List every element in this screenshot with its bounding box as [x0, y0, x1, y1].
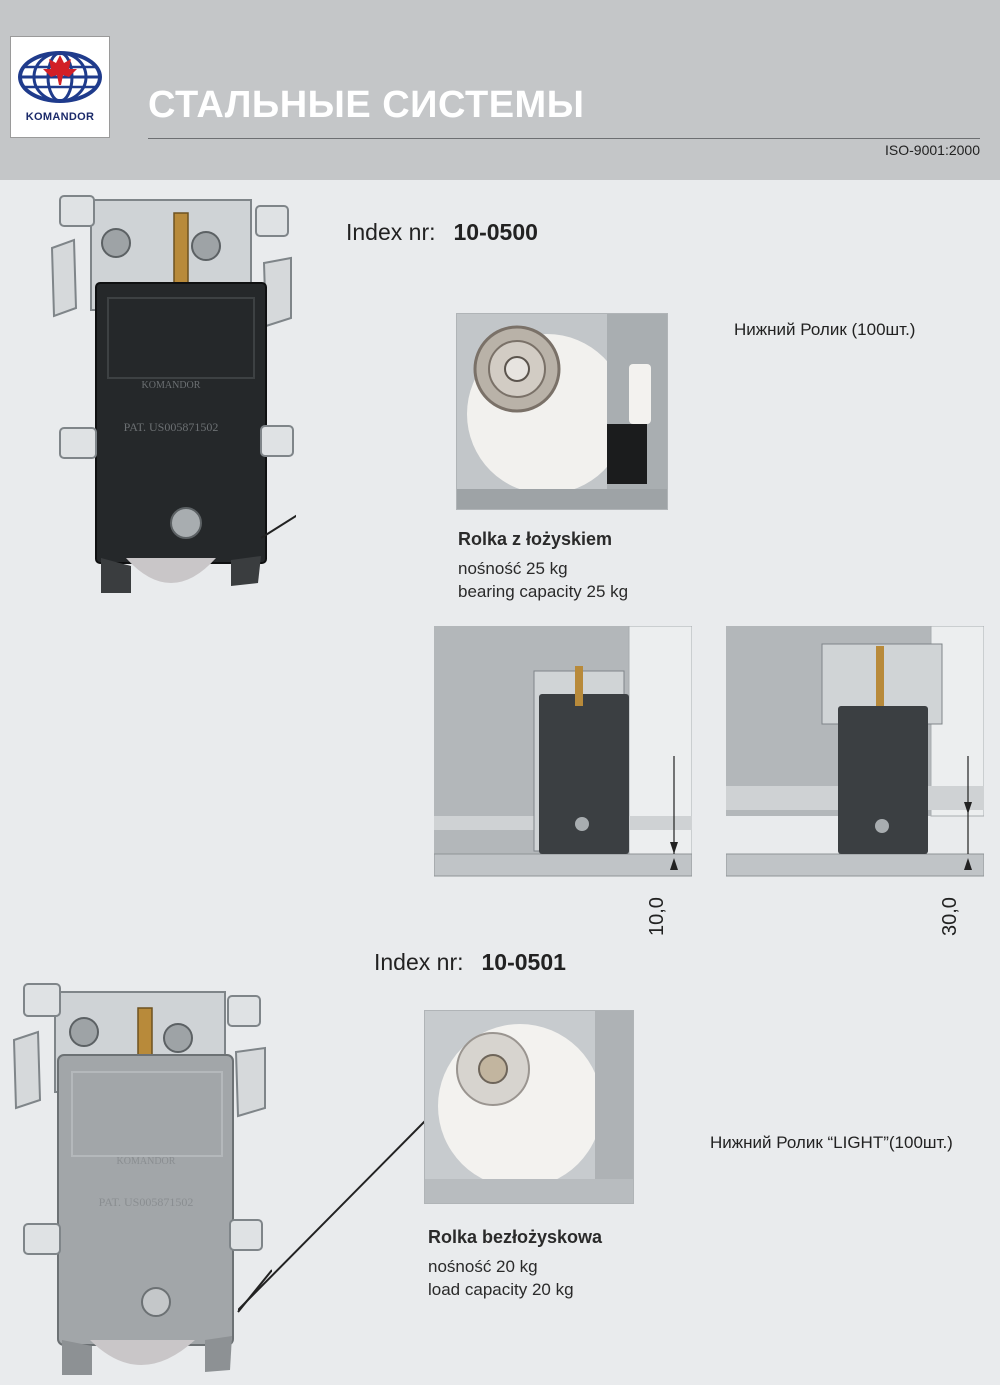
index-number: 10-0501: [481, 949, 566, 975]
caption-10-0501: Rolka bezłożyskowa nośność 20 kg load ca…: [428, 1226, 602, 1301]
housing-brand-text: KOMANDOR: [142, 380, 201, 391]
install-photo-10mm: [434, 626, 692, 878]
bearing-closeup-photo: [456, 313, 668, 510]
globe-logo-icon: [18, 51, 102, 103]
index-row-10-0500: Index nr: 10-0500: [346, 219, 538, 246]
capacity-en: load capacity 20 kg: [428, 1280, 574, 1299]
roller-title: Rolka bezłożyskowa: [428, 1227, 603, 1247]
iso-certificate: ISO-9001:2000: [885, 142, 980, 158]
bearingless-closeup-photo: [424, 1010, 634, 1204]
header-divider: [148, 138, 980, 139]
capacity-en: bearing capacity 25 kg: [458, 582, 629, 601]
index-row-10-0501: Index nr: 10-0501: [374, 949, 566, 976]
roller-10-0500-photo: KOMANDOR PAT. US005871502: [46, 188, 296, 600]
roller-10-0501-photo: KOMANDOR PAT. US005871502: [10, 980, 272, 1380]
leader-line-10-0501: [238, 1117, 429, 1310]
index-label: Index nr:: [374, 949, 464, 975]
roller-title: Rolka z łożyskiem: [458, 529, 613, 549]
page-header: KOMANDOR СТАЛЬНЫЕ СИСТЕМЫ ISO-9001:2000: [0, 0, 1000, 180]
capacity-pl: nośność 20 kg: [428, 1257, 538, 1276]
capacity-pl: nośność 25 kg: [458, 559, 568, 578]
housing-brand-text: KOMANDOR: [117, 1156, 176, 1167]
housing-patent-text: PAT. US005871502: [99, 1195, 194, 1209]
brand-name: KOMANDOR: [25, 111, 95, 123]
install-photo-30mm: [726, 626, 984, 878]
housing-patent-text: PAT. US005871502: [124, 420, 219, 434]
caption-10-0500: Rolka z łożyskiem nośność 25 kg bearing …: [458, 528, 628, 603]
komandor-logo: KOMANDOR: [10, 36, 110, 138]
product-name-ru-2: Нижний Ролик “LIGHT”(100шт.): [710, 1133, 953, 1152]
dimension-10: 10,0: [646, 897, 668, 936]
index-number: 10-0500: [453, 219, 538, 245]
index-label: Index nr:: [346, 219, 436, 245]
dimension-30: 30,0: [939, 897, 961, 936]
page-title: СТАЛЬНЫЕ СИСТЕМЫ: [148, 84, 585, 126]
product-name-ru-1: Нижний Ролик (100шт.): [734, 320, 916, 339]
